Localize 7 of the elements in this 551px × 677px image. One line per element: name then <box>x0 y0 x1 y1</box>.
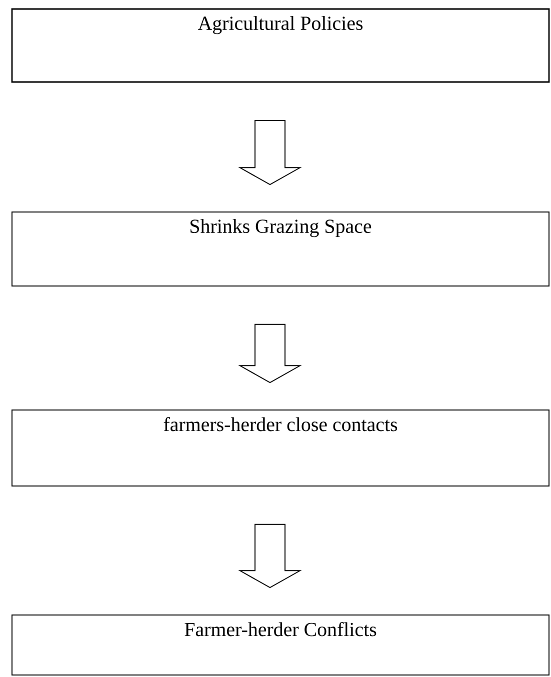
process-box: Shrinks Grazing Space <box>12 212 550 286</box>
block-arrow <box>238 524 302 588</box>
process-box: farmers-herder close contacts <box>12 410 550 486</box>
block-arrow <box>238 324 302 384</box>
block-arrow <box>238 120 302 186</box>
process-box: Farmer-herder Conflicts <box>12 614 550 676</box>
process-box: Agricultural Policies <box>11 8 550 83</box>
